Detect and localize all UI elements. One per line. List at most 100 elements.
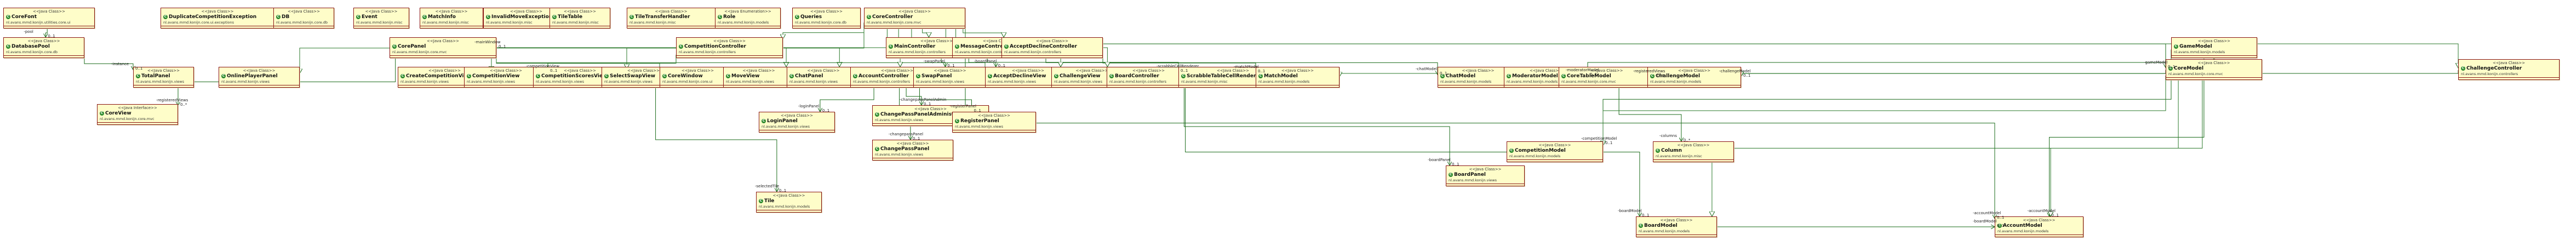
- association-edge: [965, 27, 1995, 219]
- class-icon: C: [2461, 66, 2465, 71]
- class-package: nl.avans.mmd.konijn.core.ui: [662, 79, 713, 84]
- class-package: nl.avans.mmd.konijn.views: [916, 79, 965, 84]
- multiplicity-label: 0..1: [974, 108, 981, 113]
- class-compartment: [1052, 85, 1132, 87]
- association-role-label: -loginPanel: [798, 104, 820, 108]
- class-compartment: [134, 85, 193, 87]
- multiplicity-label: 0..1: [1590, 72, 1598, 77]
- association-role-label: -competitionModel: [1581, 136, 1617, 141]
- class-package: nl.avans.mmd.konijn.misc: [356, 20, 403, 25]
- class-stereotype: <<Java Class>>: [1075, 68, 1108, 73]
- class-stereotype: <<Java Class>>: [896, 141, 929, 146]
- class-icon: C: [916, 73, 920, 78]
- class-stereotype: <<Java Class>>: [1469, 167, 1502, 171]
- class-icon: C: [875, 112, 879, 117]
- class-icon: C: [726, 73, 730, 78]
- class-compartment: [1179, 85, 1287, 87]
- class-compartment: [550, 26, 610, 28]
- class-stereotype: <<Java Class>>: [1590, 68, 1623, 73]
- class-icon: C: [679, 44, 683, 49]
- class-compartment: [1995, 234, 2083, 237]
- class-compartment: [677, 55, 782, 58]
- class-package: nl.avans.mmd.konijn.core.ui.exceptions: [163, 20, 234, 25]
- class-package: nl.avans.mmd.konijn.misc: [552, 20, 599, 25]
- class-stereotype: <<Java Class>>: [713, 39, 746, 43]
- class-icon: C: [1004, 44, 1009, 49]
- class-compartment: [398, 85, 491, 87]
- multiplicity-label: 0..1: [1258, 68, 1266, 73]
- class-icon: C: [1258, 73, 1263, 78]
- association-role-label: -registeredViews: [156, 98, 188, 102]
- class-stereotype: <<Java Class>>: [510, 9, 542, 14]
- association-role-label: -matchModel: [1234, 64, 1259, 69]
- class-package: nl.avans.mmd.konijn.models: [1440, 79, 1492, 84]
- class-package: nl.avans.mmd.konijn.core.mvc: [867, 20, 921, 25]
- multiplicity-label: 0..*: [180, 102, 187, 107]
- multiplicity-label: 0..1: [2168, 64, 2176, 69]
- class-package: nl.avans.mmd.konijn.views: [988, 79, 1037, 84]
- class-package: nl.avans.mmd.konijn.models: [1639, 229, 1690, 233]
- association-role-label: -accountModel: [2027, 209, 2056, 213]
- association-role-label: -scrabbleCellRenderer: [1157, 64, 1199, 69]
- class-stereotype: <<Java Class>>: [2197, 61, 2230, 65]
- class-compartment: [1446, 184, 1524, 186]
- class-compartment: [873, 158, 953, 160]
- class-package: nl.avans.mmd.konijn.views: [955, 124, 1004, 129]
- class-package: nl.avans.mmd.konijn.controllers: [1109, 79, 1167, 84]
- class-package: nl.avans.mmd.konijn.views: [762, 124, 810, 129]
- class-package: nl.avans.mmd.konijn.misc: [1181, 79, 1228, 84]
- class-stereotype: <<Java Class>>: [1132, 68, 1165, 73]
- class-stereotype: <<Java Class>>: [2023, 218, 2056, 222]
- class-stereotype: <<Java Class>>: [1677, 143, 1710, 147]
- association-edge: [45, 28, 47, 37]
